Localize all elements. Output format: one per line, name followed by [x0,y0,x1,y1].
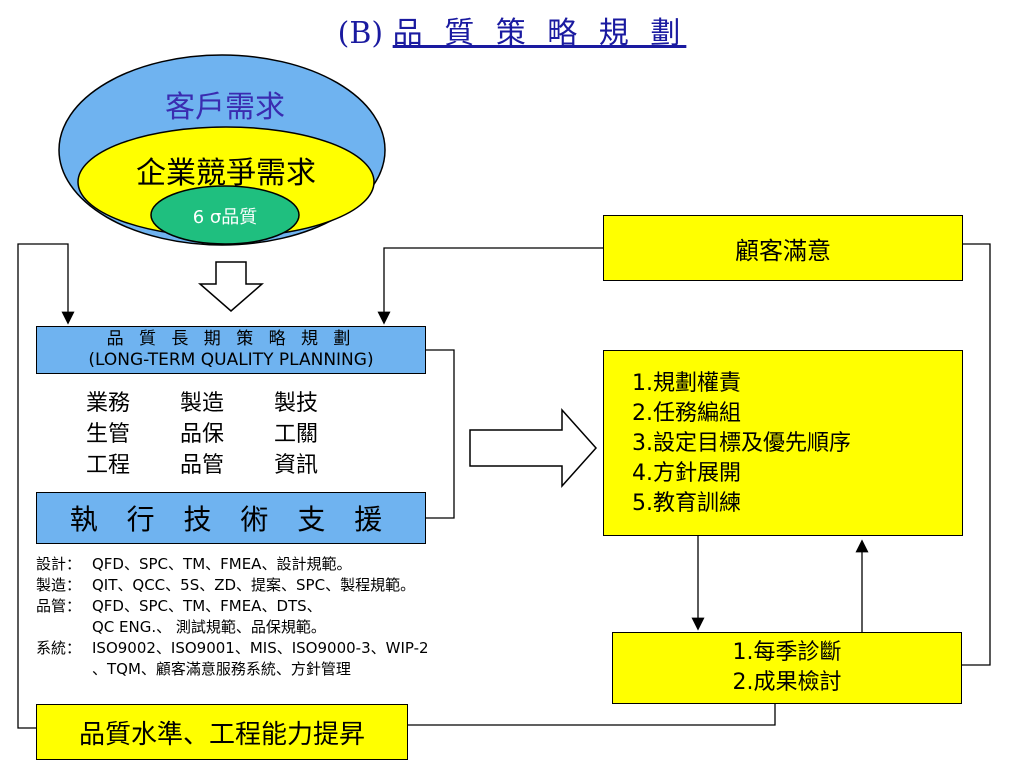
tech-key: 設計： [36,555,82,573]
tech-value: ISO9002、ISO9001、MIS、ISO9000-3、WIP-2 [92,639,429,657]
tech-value: QFD、SPC、TM、FMEA、設計規範。 [92,555,352,573]
plan-step: 3.設定目標及優先順序 [632,431,851,456]
title-prefix: (B) [337,16,384,51]
tech-value: 、TQM、顧客滿意服務系統、方針管理 [92,660,351,678]
long-term-planning-cn: 品 質 長 期 策 略 規 劃 [106,329,356,349]
tech-row-quality: 品管： QFD、SPC、TM、FMEA、DTS、 [36,596,429,617]
page-title: (B) 品 質 策 略 規 劃 [0,8,1024,52]
plan-step: 5.教育訓練 [632,491,741,516]
ellipse-outer-label: 客戶需求 [165,90,285,125]
department-item: 工程 [86,453,131,478]
long-term-planning-en: (LONG-TERM QUALITY PLANNING) [88,350,374,370]
tech-row-manufacturing: 製造： QIT、QCC、5S、ZD、提案、SPC、製程規範。 [36,575,429,596]
long-term-planning-box: 品 質 長 期 策 略 規 劃 (LONG-TERM QUALITY PLANN… [36,326,426,374]
review-step: 1.每季診斷 [732,640,842,665]
department-item: 生管 [86,422,131,447]
department-item: 品管 [180,453,225,478]
right-feedback-line [962,243,991,666]
tech-value: QFD、SPC、TM、FMEA、DTS、 [92,597,322,615]
plan-step: 4.方針展開 [632,461,741,486]
department-item: 品保 [180,422,225,447]
tech-row-system: 系統： ISO9002、ISO9001、MIS、ISO9000-3、WIP-2 [36,638,429,659]
satisfaction-to-planning-line [377,247,603,325]
review-box: 1.每季診斷 2.成果檢討 [612,632,962,704]
ellipse-six-sigma [150,185,300,245]
tech-value: QC ENG.、 測試規範、品保規範。 [92,618,326,636]
tech-row-system-cont: 、TQM、顧客滿意服務系統、方針管理 [36,659,429,680]
tech-key: 品管： [36,597,82,615]
tech-row-quality-cont: QC ENG.、 測試規範、品保規範。 [36,617,429,638]
tech-key: 系統： [36,639,82,657]
department-item: 工關 [274,422,319,447]
right-hollow-arrow [469,408,598,488]
tech-support-list: 設計： QFD、SPC、TM、FMEA、設計規範。 製造： QIT、QCC、5S… [36,554,429,680]
department-item: 製技 [274,391,319,416]
title-main: 品 質 策 略 規 劃 [392,16,687,51]
ellipse-inner-label: 6 σ品質 [192,207,258,228]
down-hollow-arrow [197,261,265,312]
left-feedback-line [17,243,75,729]
review-to-improve-line [408,704,776,726]
department-grid: 業務 製造 製技 生管 品保 工關 工程 品管 資訊 [86,390,368,479]
planning-support-bracket [426,349,455,519]
plan-steps-list: 1.規劃權責 2.任務編組 3.設定目標及優先順序 4.方針展開 5.教育訓練 [632,369,851,519]
department-item: 製造 [180,391,225,416]
department-item: 業務 [86,391,131,416]
tech-value: QIT、QCC、5S、ZD、提案、SPC、製程規範。 [92,576,416,594]
tech-row-design: 設計： QFD、SPC、TM、FMEA、設計規範。 [36,554,429,575]
plan-step: 2.任務編組 [632,401,741,426]
customer-satisfaction-box: 顧客滿意 [603,215,963,281]
ellipse-middle-label: 企業競爭需求 [136,156,316,191]
department-item: 資訊 [274,453,319,478]
execution-support-box: 執 行 技 術 支 援 [36,492,426,544]
tech-key: 製造： [36,576,82,594]
plan-steps-box: 1.規劃權責 2.任務編組 3.設定目標及優先順序 4.方針展開 5.教育訓練 [603,350,963,536]
review-step: 2.成果檢討 [732,670,842,695]
quality-improvement-box: 品質水準、工程能力提昇 [36,704,408,760]
plan-step: 1.規劃權責 [632,371,741,396]
